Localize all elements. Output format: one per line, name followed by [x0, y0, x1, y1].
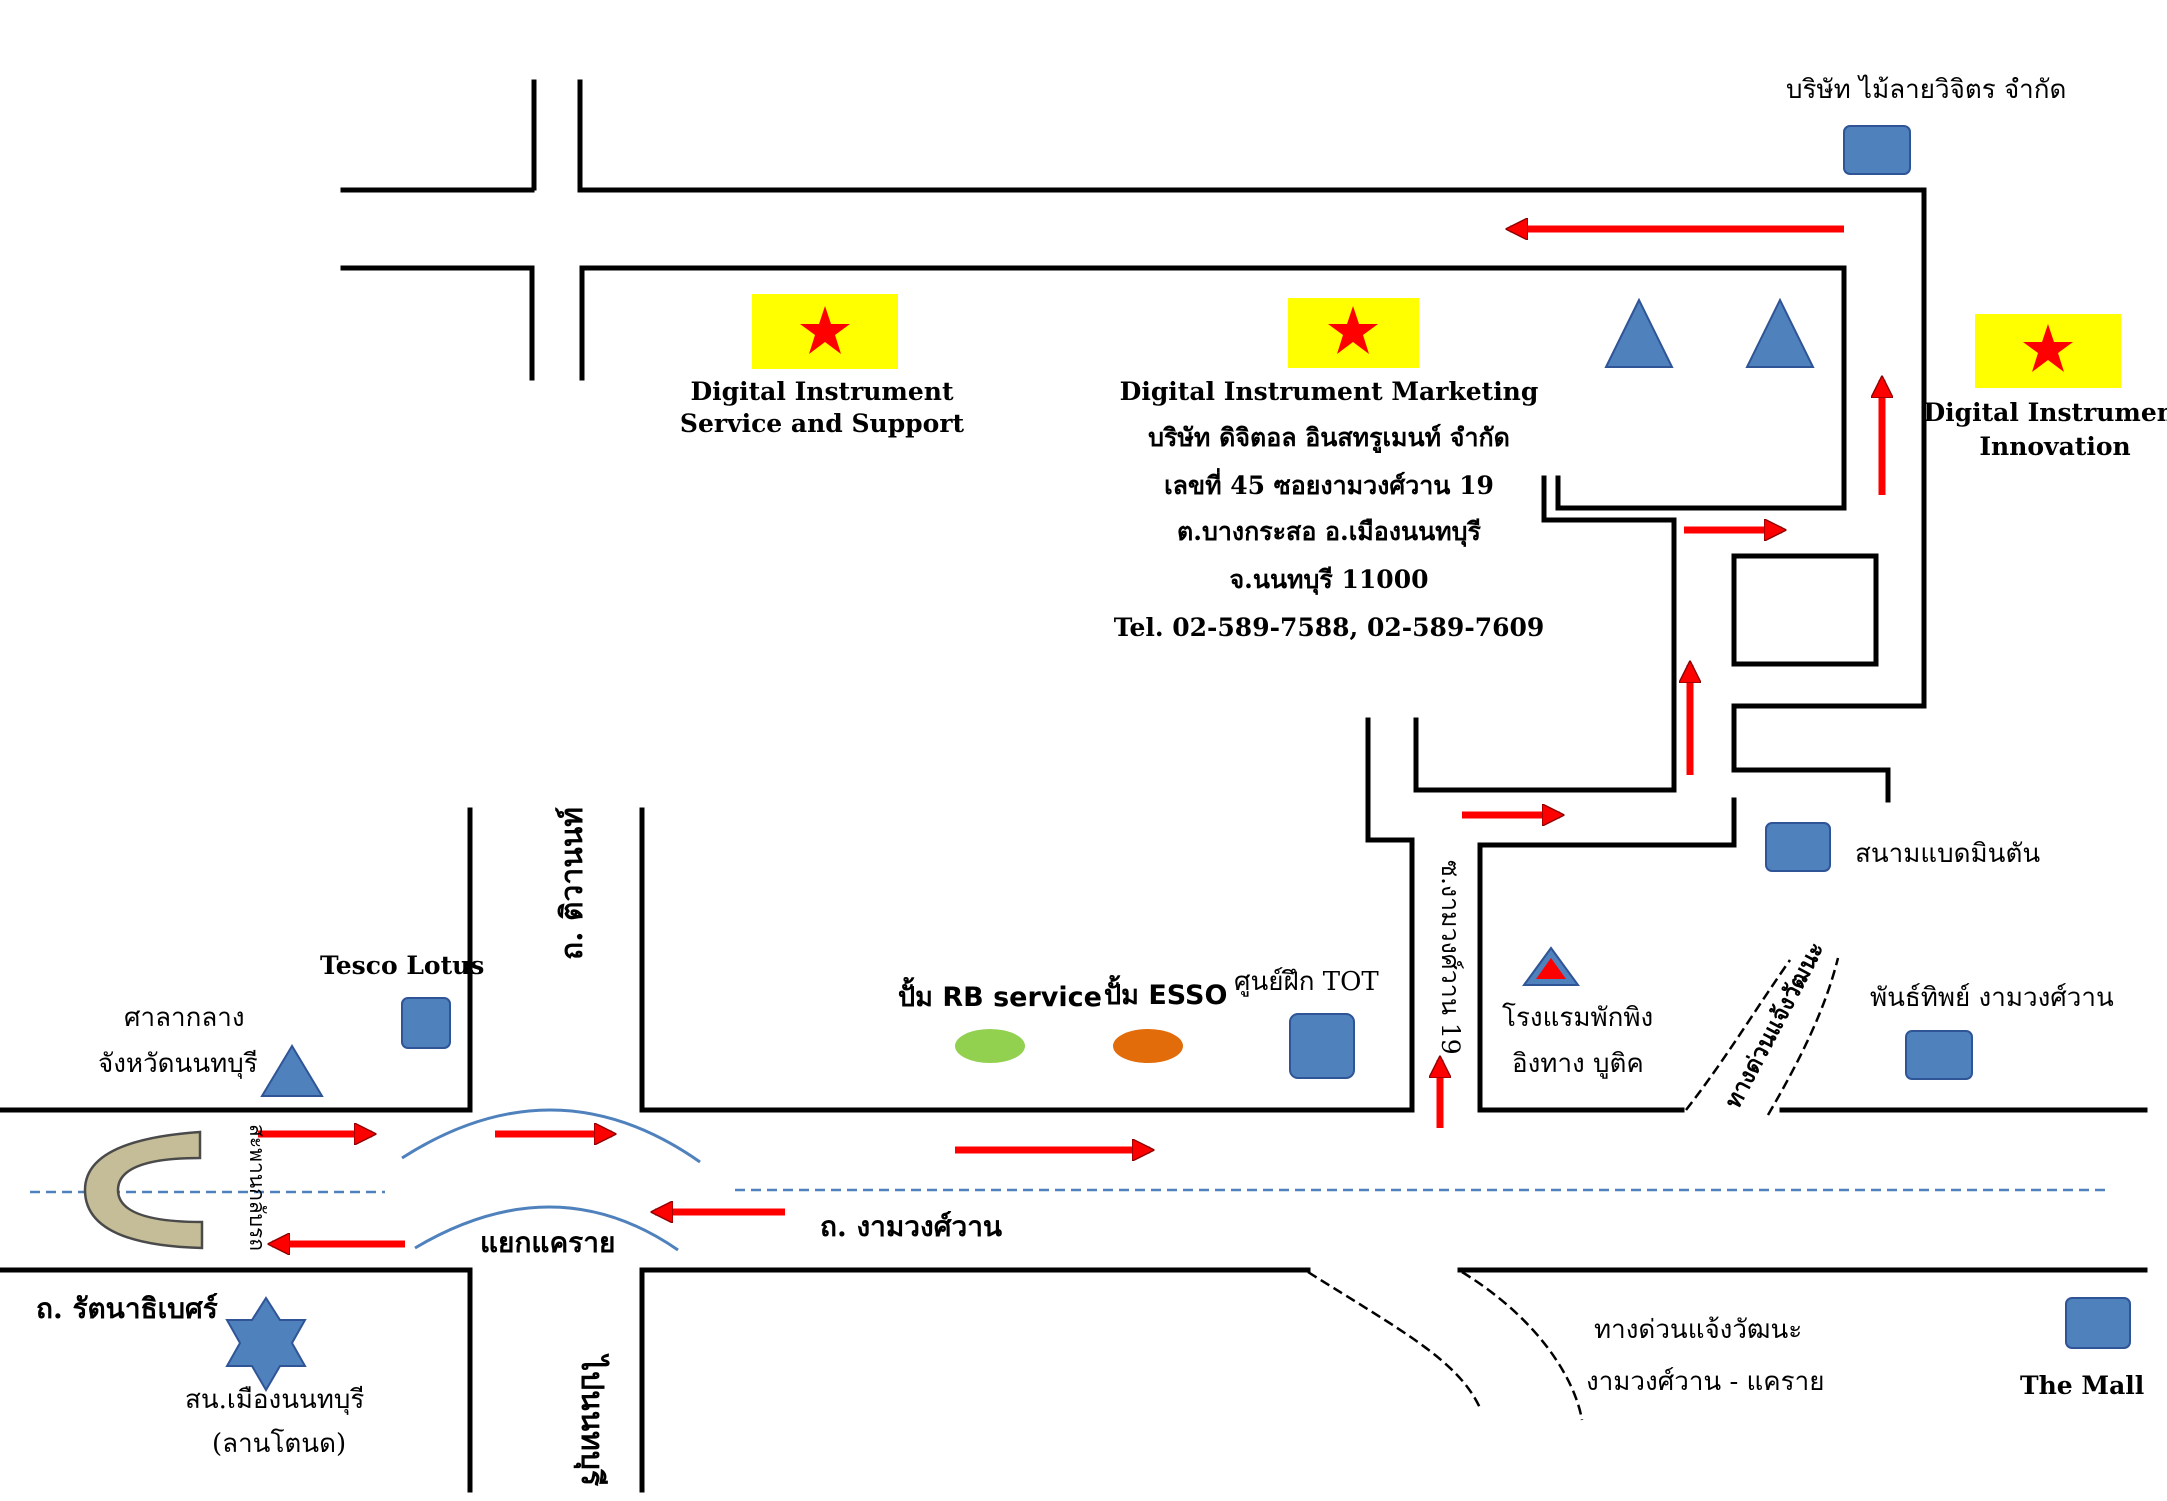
- label-city-hall-line2: จังหวัดนนทบุรี: [98, 1049, 258, 1079]
- office-service-marker[interactable]: [752, 294, 898, 369]
- expressway-ramp-upper-left: [1685, 959, 1792, 1111]
- label-rattanathibet: ถ. รัตนาธิเบศร์: [36, 1292, 218, 1325]
- dashed-lines: [30, 957, 2110, 1421]
- label-police-line1: สน.เมืองนนทบุรี: [185, 1385, 364, 1415]
- office-innovation-marker[interactable]: [1975, 314, 2121, 388]
- triangle-icon: [260, 1044, 324, 1097]
- square-icon: [401, 997, 451, 1049]
- label-hotel-line1: โรงแรมพักพิง: [1502, 1002, 1653, 1033]
- square-icon: [1843, 125, 1911, 175]
- label-pump-esso: ปั้ม ESSO: [1104, 974, 1227, 1011]
- triangle-icon: [1604, 297, 1674, 368]
- label-to-nonthaburi: ไปนนทบุรี: [573, 1353, 610, 1486]
- label-expressway-line1: ทางด่วนแจ้งวัฒนะ: [1594, 1315, 1802, 1345]
- square-icon: [1765, 822, 1831, 872]
- star-icon: [800, 306, 850, 354]
- label-badminton: สนามแบดมินตัน: [1855, 839, 2040, 869]
- star-of-david-icon: [225, 1296, 307, 1392]
- label-the-mall: The Mall: [2020, 1371, 2144, 1400]
- label-police-line2: (ลานโตนด): [212, 1428, 346, 1459]
- office-marketing-marker[interactable]: [1288, 298, 1419, 368]
- road-network: [0, 79, 2148, 1493]
- square-icon: [1289, 1013, 1355, 1079]
- marketing-line5: จ.นนทบุรี 11000: [1230, 565, 1429, 596]
- service-line2: Service and Support: [680, 409, 965, 438]
- marketing-line1: Digital Instrument Marketing: [1120, 377, 1539, 406]
- service-line1: Digital Instrument: [690, 377, 953, 406]
- label-khae-rai: แยกแคราย: [480, 1226, 615, 1259]
- label-ngamwongwan: ถ. งามวงศ์วาน: [820, 1210, 1002, 1243]
- label-tiwanon: ถ. ติวานนท์: [555, 807, 590, 960]
- star-icon: [2023, 324, 2073, 372]
- label-hotel-line2: อิงทาง บูติค: [1512, 1049, 1644, 1079]
- landmark-labels: บริษัท ไม้ลายวิจิตร จำกัด สนามแบดมินตัน …: [98, 74, 2144, 1459]
- expressway-ramp-lower-left: [1307, 1270, 1482, 1409]
- label-bridge: สะพานกลับรถ: [245, 1124, 269, 1251]
- pump-rb-icon: [955, 1029, 1025, 1063]
- marketing-line4: ต.บางกระสอ อ.เมืองนนทบุรี: [1177, 517, 1482, 548]
- marketing-line3: เลขที่ 45 ซอยงามวงศ์วาน 19: [1164, 468, 1494, 500]
- square-icon: [2065, 1297, 2131, 1349]
- label-mai-lai: บริษัท ไม้ลายวิจิตร จำกัด: [1786, 74, 2066, 105]
- hotel-icon: [1522, 946, 1580, 986]
- label-tesco: Tesco Lotus: [320, 951, 484, 980]
- landmark-shapes: [225, 125, 2131, 1392]
- expressway-ramp-upper-right: [1766, 957, 1840, 1116]
- innovation-line2: Innovation: [1979, 432, 2130, 461]
- label-city-hall-line1: ศาลากลาง: [124, 1003, 245, 1033]
- pump-esso-icon: [1113, 1029, 1183, 1063]
- label-pantip: พันธ์ทิพย์ งามวงศ์วาน: [1870, 983, 2114, 1013]
- marketing-line2: บริษัท ดิจิตอล อินสทรูเมนท์ จำกัด: [1148, 423, 1510, 454]
- label-expressway-line2: งามวงศ์วาน - แคราย: [1586, 1367, 1824, 1397]
- u-turn-bridge: [83, 1130, 204, 1250]
- innovation-line1: Digital Instrument: [1923, 398, 2167, 427]
- expressway-ramp-lower-right: [1461, 1270, 1584, 1421]
- star-icon: [1328, 306, 1378, 354]
- label-expressway-vertical: ทางด่วนแจ้งวัฒนะ: [1719, 938, 1829, 1113]
- office-labels: Digital Instrument Service and Support D…: [680, 377, 2167, 642]
- label-tot: ศูนย์ฝึก TOT: [1234, 967, 1379, 997]
- label-soi19: ซ.งามวงศ์วาน 19: [1436, 860, 1465, 1055]
- triangle-icon: [1745, 297, 1815, 368]
- square-icon: [1905, 1030, 1973, 1080]
- route-arrows: [258, 229, 1882, 1244]
- overpass-arcs: [401, 1108, 701, 1252]
- label-pump-rb: ปั้ม RB service: [898, 976, 1102, 1013]
- marketing-line6: Tel. 02-589-7588, 02-589-7609: [1114, 613, 1545, 642]
